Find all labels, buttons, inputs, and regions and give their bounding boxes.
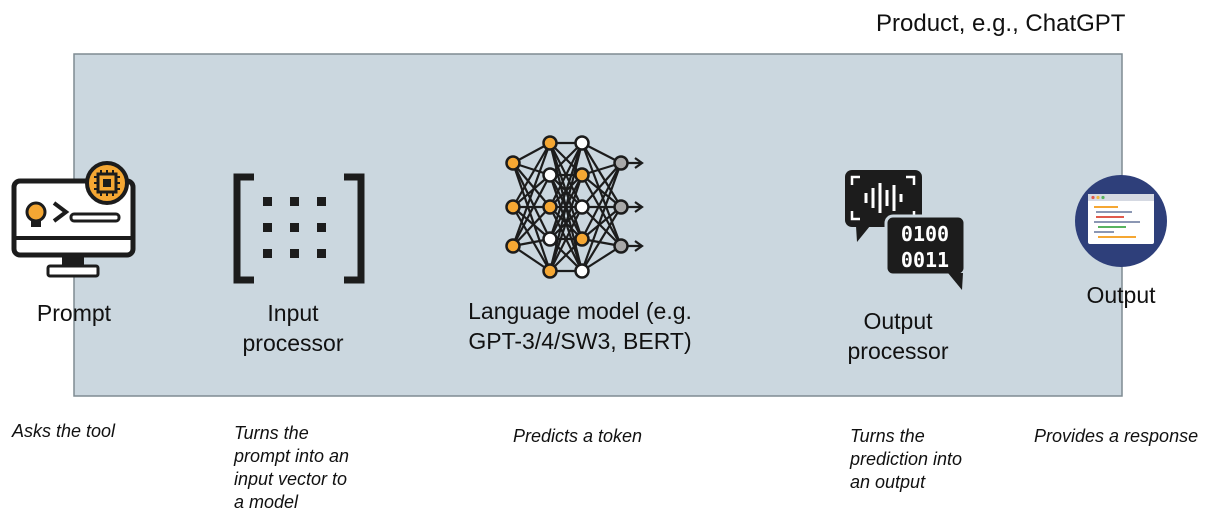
label-line: GPT-3/4/SW3, BERT) (468, 328, 692, 354)
label-line: Prompt (36, 300, 112, 326)
label-line: Output (863, 308, 933, 334)
stage-label-output: Output (1071, 280, 1171, 310)
svg-text:0011: 0011 (901, 248, 949, 272)
desc-line: input vector to (234, 469, 348, 489)
nn-edge (512, 206, 551, 247)
desc-line: an output (850, 472, 926, 492)
label-line: processor (242, 330, 344, 356)
nn-edge (511, 162, 552, 272)
product-title: Product, e.g., ChatGPT (876, 10, 1126, 37)
nn-edge (548, 142, 584, 272)
desc-line: Asks the tool (12, 421, 116, 441)
nn-edge (512, 174, 551, 208)
label-line: Input (267, 300, 319, 326)
nn-edge (581, 142, 622, 208)
stage-desc-prompt: Asks the tool (12, 420, 115, 443)
computer-monitor-with-chip-icon (11, 161, 136, 278)
label-line: Output (1086, 282, 1156, 308)
desc-line: a model (234, 492, 299, 512)
nn-node (542, 231, 558, 247)
nn-edge (512, 142, 551, 208)
nn-edge (512, 162, 551, 208)
nn-edge (511, 142, 552, 247)
nn-node (505, 155, 521, 171)
nn-edge (581, 206, 622, 272)
desc-line: prompt into an (234, 446, 350, 466)
svg-text:0100: 0100 (901, 222, 949, 246)
nn-edge (512, 206, 551, 272)
nn-edge (580, 142, 623, 247)
desc-line: prediction into (850, 449, 963, 469)
nn-node (542, 263, 558, 279)
nn-edge (548, 174, 584, 272)
nn-arrow-head (634, 157, 644, 169)
nn-edge (512, 174, 551, 247)
nn-edge (581, 174, 622, 247)
desc-line: Predicts a token (513, 426, 643, 446)
nn-arrow-head (634, 240, 644, 252)
nn-edge (548, 142, 584, 240)
nn-edge (581, 174, 622, 208)
nn-node (574, 199, 590, 215)
nn-node (542, 199, 558, 215)
desc-line: Provides a response (1034, 426, 1199, 446)
nn-node (505, 199, 521, 215)
label-line: processor (847, 338, 949, 364)
nn-node (613, 199, 629, 215)
stage-desc-output-processor: Turns the prediction into an output (850, 425, 962, 494)
nn-node (542, 167, 558, 183)
speech-to-binary-icon: 0100 0011 (845, 170, 967, 290)
code-window-circle-icon (1075, 175, 1167, 267)
nn-edge (512, 162, 551, 240)
nn-arrow-head (634, 201, 644, 213)
label-line: Language model (e.g. (468, 298, 692, 324)
desc-line: Turns the (850, 426, 925, 446)
nn-node (505, 238, 521, 254)
nn-node (574, 167, 590, 183)
matrix-brackets-icon (233, 173, 365, 284)
stage-label-prompt: Prompt (30, 298, 118, 328)
nn-node (574, 263, 590, 279)
nn-node (542, 135, 558, 151)
nn-edge (581, 206, 622, 247)
neural-network-icon (505, 135, 644, 279)
stage-label-output-processor: Output processor (833, 306, 963, 366)
nn-edge (549, 206, 583, 272)
nn-edge (581, 206, 622, 240)
nn-node (613, 238, 629, 254)
nn-edge (549, 142, 583, 208)
nn-edge (581, 162, 622, 208)
nn-edge (580, 162, 623, 272)
nn-edge (581, 162, 622, 240)
desc-line: Turns the (234, 423, 309, 443)
nn-node (613, 155, 629, 171)
nn-node (574, 231, 590, 247)
nn-node (574, 135, 590, 151)
stage-label-language-model: Language model (e.g. GPT-3/4/SW3, BERT) (440, 296, 720, 356)
stage-desc-language-model: Predicts a token (513, 425, 642, 448)
stage-label-input-processor: Input processor (228, 298, 358, 358)
stage-desc-output: Provides a response (1034, 425, 1198, 448)
nn-edge (512, 206, 551, 240)
stage-desc-input-processor: Turns the prompt into an input vector to… (234, 422, 349, 514)
